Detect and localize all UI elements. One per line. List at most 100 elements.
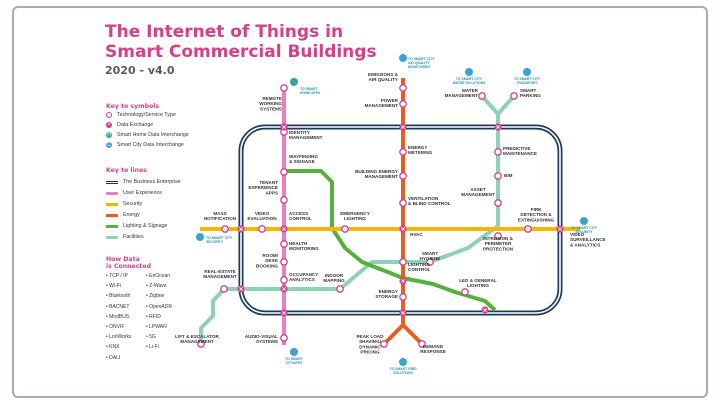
- station-asset[interactable]: [494, 199, 502, 207]
- key-symbol-smart-city: C Smart City Data Interchange: [106, 141, 184, 149]
- station-label-lighting-ctrl: CONTROL: [408, 267, 431, 272]
- line-swatch: [106, 213, 118, 217]
- title-line-2: Smart Commercial Buildings: [105, 42, 377, 62]
- station-label-video-surv: VIDEO: [570, 232, 585, 237]
- station-power[interactable]: [399, 100, 407, 108]
- station-label-smart-hygiene: HYGIENE: [420, 256, 441, 261]
- station-label-tenant: APPS: [265, 190, 278, 195]
- smart-city-interchange-icon[interactable]: [580, 217, 588, 225]
- station-bim[interactable]: [494, 172, 502, 180]
- station-remote[interactable]: [280, 84, 288, 92]
- station-label-remote: WORKING: [259, 101, 282, 106]
- station-ventilation[interactable]: [399, 199, 407, 207]
- station-emergency[interactable]: [341, 225, 349, 233]
- station-label-fire: EXTINGUISHING: [518, 217, 555, 222]
- station-label-emissions: AIR QUALITY: [369, 77, 398, 82]
- station-lift[interactable]: [197, 340, 205, 348]
- station-fire[interactable]: [524, 225, 532, 233]
- station-bem[interactable]: [399, 172, 407, 180]
- station-demand[interactable]: [418, 340, 426, 348]
- station-occupancy[interactable]: [280, 276, 288, 284]
- station-label-led: LED & GENERAL: [459, 278, 497, 283]
- line-swatch: [106, 191, 118, 195]
- station-realestate[interactable]: [220, 285, 228, 293]
- station-label-asset: MANAGEMENT: [461, 192, 495, 197]
- interchange-label-smart-city-air: MONITORING: [408, 65, 430, 69]
- protocol-item: • Z-Wave: [146, 283, 167, 290]
- interchange-label-smart-grid: SOLUTIONS: [393, 371, 414, 375]
- station-label-room: DESK: [265, 258, 278, 263]
- station-label-smart-hygiene: SMART: [422, 251, 439, 256]
- station-energy-meter[interactable]: [399, 148, 407, 156]
- interchange-label-smart-city-water: TO SMART CITY: [456, 77, 483, 81]
- key-line-user-experience: User Experience: [106, 189, 162, 197]
- station-peak[interactable]: [380, 340, 388, 348]
- smart-city-interchange-icon[interactable]: [196, 233, 204, 241]
- station-indoor[interactable]: [336, 285, 344, 293]
- smart-city-interchange-icon[interactable]: [290, 348, 298, 356]
- smart-city-interchange-icon[interactable]: [523, 68, 531, 76]
- key-line-label: The Business Enterprise: [123, 179, 181, 185]
- how-connected-heading: How Data is Connected: [106, 256, 152, 270]
- station-led[interactable]: [461, 288, 469, 296]
- station-label-audio: SYSTEMS: [256, 339, 278, 344]
- station-label-fire: FIRE: [531, 207, 541, 212]
- smart-city-interchange-icon[interactable]: [399, 358, 407, 366]
- station-label-peak: PEAK LOAD: [356, 334, 384, 339]
- protocol-item: • OpenADR: [146, 303, 172, 310]
- station-wayfinding[interactable]: [280, 168, 288, 176]
- station-label-ventilation: VENTILATION: [408, 196, 439, 201]
- station-tenant[interactable]: [280, 196, 288, 204]
- page-title: The Internet of Things in Smart Commerci…: [105, 22, 377, 62]
- station-water[interactable]: [478, 92, 486, 100]
- station-label-lift: MANAGEMENT: [180, 339, 214, 344]
- station-label-ventilation: & BLIND CONTROL: [408, 201, 451, 206]
- station-label-wayfinding: & SIGNAGE: [289, 159, 315, 164]
- station-smart-hygiene[interactable]: [426, 258, 434, 266]
- station-parking[interactable]: [510, 92, 518, 100]
- line-swatch: [106, 202, 118, 206]
- station-mass[interactable]: [221, 225, 229, 233]
- key-symbol-smart-home: H Smart Home Data Interchange: [106, 131, 189, 139]
- station-room[interactable]: [280, 258, 288, 266]
- smart-city-interchange-icon[interactable]: [399, 54, 407, 62]
- smart-city-interchange-icon[interactable]: [465, 68, 473, 76]
- station-video-eval[interactable]: [258, 225, 266, 233]
- station-label-room: BOOKING: [256, 263, 278, 268]
- station-label-mass: MASS: [213, 211, 226, 216]
- station-label-tenant: TENANT: [259, 180, 278, 185]
- station-label-audio: AUDIO-VISUAL: [245, 334, 278, 339]
- station-intrusion[interactable]: [494, 232, 502, 240]
- line-swatch: [106, 224, 118, 228]
- facilities-line: [199, 94, 500, 344]
- station-label-indoor: INDOOR: [325, 273, 344, 278]
- title-line-1: The Internet of Things in: [105, 22, 344, 42]
- station-label-wayfinding: WAYFINDING: [289, 154, 318, 159]
- station-label-water: WATER: [462, 88, 479, 93]
- station-label-demand: RESPONSE: [420, 349, 446, 354]
- station-energy-storage[interactable]: [399, 293, 407, 301]
- interchange-label-smart-cityapps: TO SMART: [285, 357, 304, 361]
- station-label-intrusion: INTRUSION &: [483, 236, 514, 241]
- station-predictive[interactable]: [494, 148, 502, 156]
- station-emissions[interactable]: [399, 84, 407, 92]
- interchange-label-smart-city-transport: TRANSPORT: [516, 81, 538, 85]
- station-label-realestate: REAL-ESTATE: [204, 269, 235, 274]
- station-label-bim: BIM: [504, 173, 513, 178]
- protocol-item: • RFID: [146, 313, 161, 320]
- interchange-label-smart-city-security-left: TO SMART CITY: [206, 236, 233, 240]
- smart-home-interchange-icon[interactable]: [290, 78, 298, 86]
- station-label-emissions: EMISSIONS &: [368, 72, 399, 77]
- protocol-item: • 5G: [146, 334, 156, 341]
- station-label-video-surv: SURVEILLANCE: [570, 237, 606, 242]
- station-health[interactable]: [280, 240, 288, 248]
- station-label-identity: MANAGEMENT: [289, 135, 323, 140]
- interchange-label-smart-city-security-right: SECURITY: [575, 230, 593, 234]
- key-line-label: Energy: [123, 212, 140, 218]
- station-lighting-ctrl[interactable]: [399, 258, 407, 266]
- station-audio[interactable]: [280, 334, 288, 342]
- key-symbol-label: Technology/Service Type: [117, 112, 176, 118]
- station-label-realestate: MANAGEMENT: [203, 274, 237, 279]
- interchange-label-smart-city-water: WATER SOLUTIONS: [453, 81, 486, 85]
